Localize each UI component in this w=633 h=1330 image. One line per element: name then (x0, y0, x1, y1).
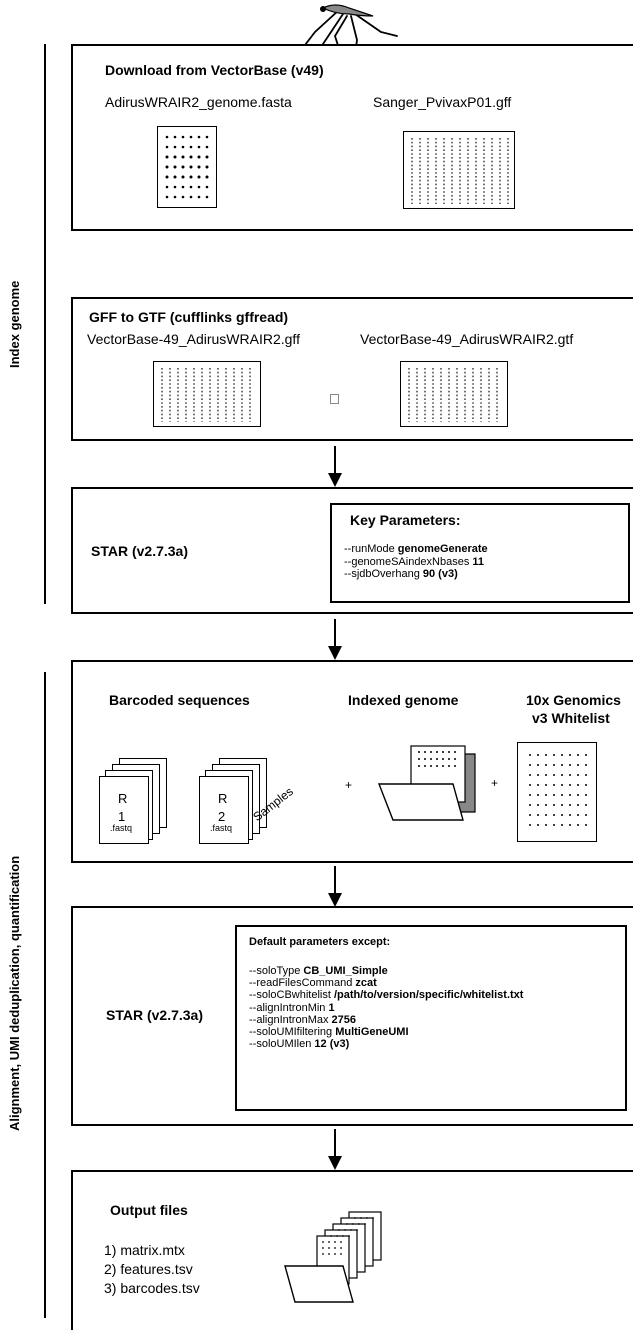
key-parameters-box: Key Parameters: --runMode genomeGenerate… (330, 503, 630, 603)
param-line: --sjdbOverhang 90 (v3) (344, 568, 458, 580)
param-line: --soloUMIfiltering MultiGeneUMI (249, 1026, 409, 1039)
arrow-down-icon (328, 866, 342, 907)
mosquito-icon (304, 4, 398, 56)
r1-fastq-stack: R 1 .fastq (99, 758, 169, 844)
gff-input-document-icon (153, 361, 261, 427)
plus-sign: + (345, 778, 353, 792)
barcoded-sequences-title: Barcoded sequences (109, 692, 250, 708)
folder-icon (377, 745, 476, 821)
default-parameters-list: --soloType CB_UMI_Simple --readFilesComm… (249, 965, 523, 1050)
genome-fasta-label: AdirusWRAIR2_genome.fasta (105, 94, 292, 110)
key-parameters-title: Key Parameters: (350, 512, 461, 528)
index-genome-label: Index genome (7, 280, 22, 368)
download-box: Download from VectorBase (v49) AdirusWRA… (71, 44, 633, 231)
gtf-file-label: VectorBase-49_AdirusWRAIR2.gtf (360, 331, 574, 347)
output-files-title: Output files (110, 1202, 188, 1218)
r1-number: 1 (118, 809, 126, 824)
output-box: Output files 1) matrix.mtx 2) features.t… (71, 1170, 633, 1330)
whitelist-title-line1: 10x Genomics (526, 692, 621, 708)
star-index-box: STAR (v2.7.3a) Key Parameters: --runMode… (71, 487, 633, 614)
arrow-down-icon (328, 619, 342, 660)
r1-letter: R (118, 791, 128, 806)
star-align-box: STAR (v2.7.3a) Default parameters except… (71, 906, 633, 1126)
param-line: --runMode genomeGenerate (344, 543, 488, 555)
param-line: --alignIntronMin 1 (249, 1001, 335, 1014)
inputs-box: Barcoded sequences Indexed genome 10x Ge… (71, 660, 633, 863)
default-parameters-box: Default parameters except: --soloType CB… (235, 925, 627, 1111)
r1-ext: .fastq (110, 823, 133, 833)
star-index-label: STAR (v2.7.3a) (91, 543, 188, 559)
small-square (330, 394, 339, 404)
r1-file-icon: R 1 .fastq (99, 776, 149, 844)
r2-fastq-stack: R 2 .fastq (199, 758, 269, 844)
key-parameters-list: --runMode genomeGenerate --genomeSAindex… (344, 543, 488, 581)
gff-file-label: VectorBase-49_AdirusWRAIR2.gff (87, 331, 300, 347)
fasta-document-icon (157, 126, 217, 208)
param-line: --genomeSAindexNbases 11 (344, 555, 485, 568)
gff-document-icon (403, 131, 515, 209)
gff-to-gtf-box: GFF to GTF (cufflinks gffread) VectorBas… (71, 297, 633, 441)
gtf-output-document-icon (400, 361, 508, 427)
gff-to-gtf-title: GFF to GTF (cufflinks gffread) (89, 309, 289, 325)
whitelist-title-line2: v3 Whitelist (532, 710, 610, 726)
alignment-label: Alignment, UMI deduplication, quantifica… (7, 855, 22, 1131)
param-line: --soloType CB_UMI_Simple (249, 965, 388, 977)
param-line: --readFilesCommand zcat (249, 977, 377, 990)
output-file-3: 3) barcodes.tsv (104, 1280, 200, 1296)
param-line: --soloCBwhitelist /path/to/version/speci… (249, 989, 524, 1002)
plus-sign: + (491, 776, 499, 790)
param-line: --alignIntronMax 2756 (249, 1013, 357, 1026)
output-file-1: 1) matrix.mtx (104, 1242, 185, 1258)
r2-letter: R (218, 791, 228, 806)
r2-file-icon: R 2 .fastq (199, 776, 249, 844)
param-line: --soloUMIlen 12 (v3) (249, 1038, 350, 1051)
output-file-2: 2) features.tsv (104, 1261, 193, 1277)
default-parameters-title: Default parameters except: (249, 936, 391, 948)
download-title: Download from VectorBase (v49) (105, 62, 324, 78)
r2-number: 2 (218, 809, 226, 824)
r2-ext: .fastq (210, 823, 233, 833)
arrow-down-icon (328, 446, 342, 487)
index-section-bracket (44, 44, 46, 604)
star-align-label: STAR (v2.7.3a) (106, 1007, 203, 1023)
gff-label: Sanger_PvivaxP01.gff (373, 94, 512, 110)
arrow-down-icon (328, 1129, 342, 1170)
output-folder-icon (284, 1211, 382, 1303)
alignment-section-bracket (44, 672, 46, 1318)
indexed-genome-title: Indexed genome (348, 692, 459, 708)
whitelist-document-icon (517, 742, 597, 842)
